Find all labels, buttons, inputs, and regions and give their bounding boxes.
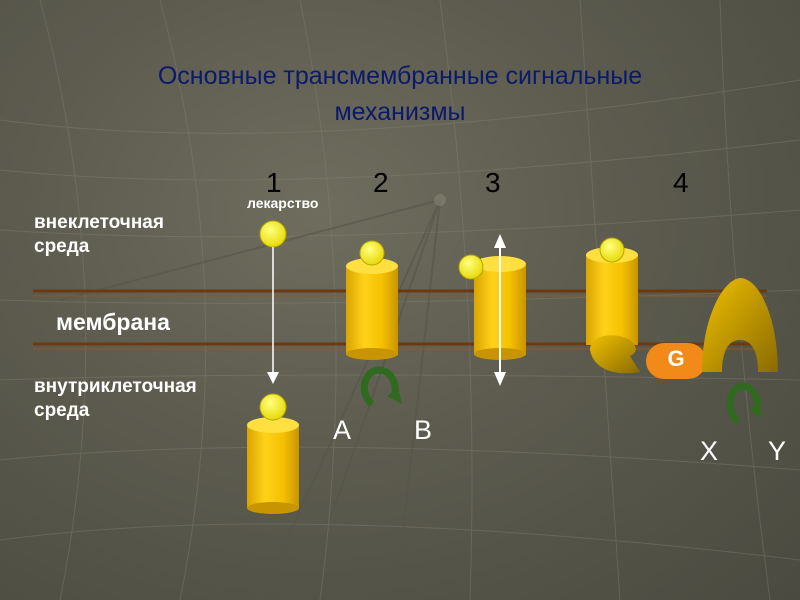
receptor-tail [590,335,640,374]
extracellular-label: внеклеточная среда [34,212,164,257]
intracellular-receptor [247,417,299,514]
bound-ligand [259,393,287,421]
drug-ligand [259,220,287,248]
membrane-lines [33,289,767,350]
mechanism-number-4: 4 [673,167,689,198]
enzyme-arrow [360,366,399,407]
drug-label: лекарство [247,195,319,211]
output-b: B [414,415,433,445]
slide-title: Основные трансмембранные сигнальные меха… [60,58,740,130]
output-y: Y [768,436,787,466]
output-x: X [700,436,719,466]
enzyme-arrowhead [387,388,402,404]
mechanism-4 [586,237,778,425]
intracellular-label: внутриклеточная среда [34,376,197,421]
membrane-label: мембрана [56,309,170,335]
ligand [458,254,484,280]
output-a: A [333,415,352,445]
receptor-enzyme [346,258,398,360]
effector-arrow [726,382,761,425]
mechanism-1 [247,220,299,514]
ligand [599,237,625,263]
mechanism-number-2: 2 [373,167,389,198]
ligand [359,240,385,266]
mechanism-number-3: 3 [485,167,501,198]
g-protein [646,343,706,379]
title-line-1: Основные трансмембранные сигнальные [157,62,643,90]
mechanism-number-1: 1 [266,167,282,198]
effector-enzyme [702,278,778,372]
title-line-2: механизмы [334,98,466,126]
gpcr-receptor [586,247,638,345]
g-protein-label: G [667,346,685,371]
mechanism-3 [458,234,526,386]
mechanism-2 [346,240,402,407]
effector-arrowhead [749,403,762,418]
